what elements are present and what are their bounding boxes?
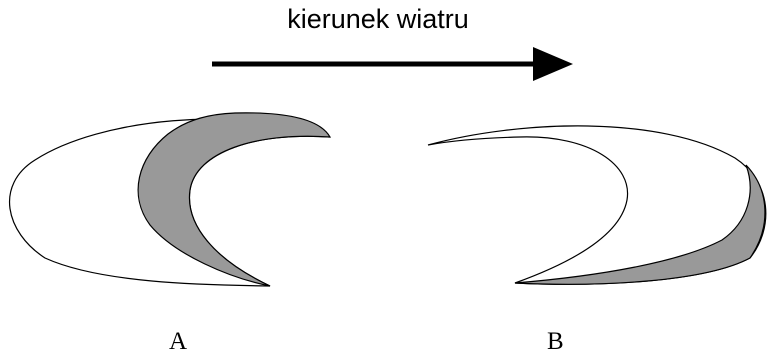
dune-b-label: B [547,328,564,355]
dune-a-slip-face [137,112,332,287]
dune-b [427,125,767,285]
wind-direction-arrow [212,47,573,81]
arrow-head [533,47,573,81]
wind-direction-label: kierunek wiatru [287,4,469,34]
dune-a [8,112,332,287]
dune-a-label: A [169,328,188,355]
dune-b-slip-face [514,164,766,285]
